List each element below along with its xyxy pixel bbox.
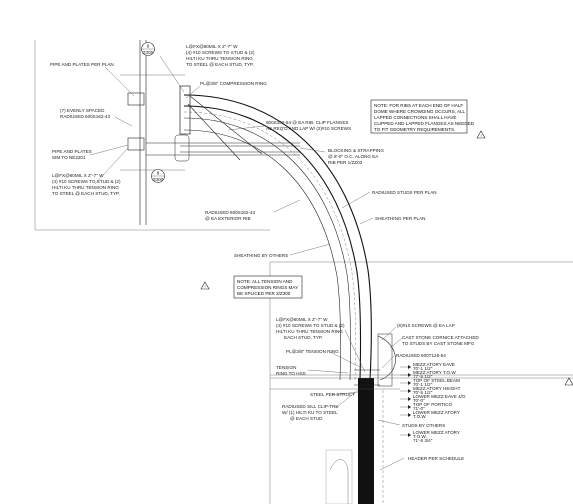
label-header-schedule: HEADER PER SCHEDULE xyxy=(408,456,464,461)
label-evenly-spaced-2: RADIUSED 600S162-43 xyxy=(60,114,110,119)
label-radiused-600: RADIUSED 600T125-54 xyxy=(396,353,446,358)
lower-wall xyxy=(270,333,573,504)
label-studs-others: STUDS BY OTHERS xyxy=(402,423,445,428)
elev-7: LOWER MEZZ ATORY xyxy=(413,410,460,415)
sheet-guides xyxy=(34,40,573,504)
label-sheathing-others: SHEATHING BY OTHERS xyxy=(234,253,288,258)
label-radiused-studs: RADIUSED STUDS PER PLAN xyxy=(372,190,437,195)
label-fixed-plates-1: 600S162-54 @ EA RIB, CLIP FLANGES xyxy=(266,120,348,125)
label-radiused-sill-3: @ EACH STUD xyxy=(290,416,323,421)
annotation-texts: L@FX@60MIL X 2"-7" W (4) #10 SCREWS TO S… xyxy=(50,44,479,461)
elev-1: MEZZ ATORY EAVE xyxy=(413,362,455,367)
callout-top: 9 Z300 xyxy=(141,42,155,56)
elev-5: LOWER MEZZ EAVE 4/O xyxy=(413,394,466,399)
label-gusset-mid-3: HILTI KU THRU TENSION RING xyxy=(52,185,119,190)
callout-mid: 8 Z300 xyxy=(151,169,165,183)
elev-3b: 70'-1 1/2" xyxy=(413,382,433,387)
label-tension-ring-2: RING TO HSS xyxy=(276,371,306,376)
note-ribs-1: NOTE: FOR RIBS AT EACH END OF HALF xyxy=(374,103,463,108)
label-steel-struct: STEEL PER STRUCT xyxy=(310,392,355,397)
label-cast-stone-1: CAST STONE CORNICE ATTACHED xyxy=(402,335,479,340)
elev-4: MEZZ ATORY HEIGHT xyxy=(413,386,461,391)
elev-8b: T.O.W. xyxy=(413,434,427,439)
note-tension-1: NOTE: ALL TENSION AND xyxy=(237,279,293,284)
revision-triangle-1: ! xyxy=(476,130,486,139)
label-radiused-sill-1: RADIUSED SILL CLIP-TRK xyxy=(282,404,339,409)
label-pipe-plates-2a: PIPE AND PLATES xyxy=(52,149,92,154)
elev-3: TOP OF STEEL BEAM xyxy=(413,378,460,383)
dome-arc xyxy=(183,94,372,381)
elev-1b: 70'-1 1/2" xyxy=(413,366,433,371)
svg-text:!: ! xyxy=(204,284,205,289)
elev-6b: 71'-0" xyxy=(413,406,425,411)
label-gusset-top-2: (4) #10 SCREWS TO STUD & (2) xyxy=(186,50,255,55)
label-blocking-1: BLOCKING & STRAPPING xyxy=(328,148,384,153)
label-radiused-sill-2: W/ (1) HILTI KU TO STEEL xyxy=(282,410,338,415)
label-pipe-plates: PIPE AND PLATES PER PLAN xyxy=(50,62,114,67)
label-radiused-ext-1: RADIUSED 600S162-43 xyxy=(205,210,255,215)
label-gusset-low-1: L@FX@60MIL X 2"-7" W xyxy=(276,317,328,322)
leader-lines xyxy=(89,55,405,471)
elev-8: LOWER MEZZ ATORY xyxy=(413,430,460,435)
note-tension-3: BE SPLICED PER 3/Z300 xyxy=(237,291,291,296)
label-screws-lap: (6)#10 SCREWS @ EA LAP xyxy=(397,323,455,328)
label-pipe-plates-2b: SIM TO NE2201 xyxy=(52,155,86,160)
label-tension-ring-1: TENSION xyxy=(276,365,296,370)
callout-top-number: 9 xyxy=(147,44,150,49)
note-ribs-3: LAPPED CONNECTIONS SHALL HAVE xyxy=(374,115,456,120)
callout-mid-number: 8 xyxy=(157,171,160,176)
label-gusset-low-4: EACH STUD, TYP. xyxy=(284,335,323,340)
callout-mid-sheet: Z300 xyxy=(153,177,164,182)
label-gusset-top-1: L@FX@60MIL X 2"-7" W xyxy=(186,44,238,49)
note-ribs-4: CLIPPED AND LAPPED FLANGES AS NEEDED xyxy=(374,121,475,126)
label-gusset-mid-4: TO STEEL @ EACH STUD, TYP. xyxy=(52,191,120,196)
label-gusset-low-2: (4) #10 SCREWS TO STUD & (2) xyxy=(276,323,345,328)
label-gusset-mid-1: L@FX@60MIL X 2"-7" W xyxy=(52,173,104,178)
elev-6: TOP OF PORTICO xyxy=(413,402,452,407)
elev-4b: 70'-5 1/2" xyxy=(413,390,433,395)
elev-2: MEZZ ATORY T.O.W xyxy=(413,370,456,375)
label-sheathing-plan: SHEATHING PER PLAN xyxy=(375,216,425,221)
label-pl-compression: PL@3/8" COMPRESSION RING xyxy=(200,81,267,86)
label-radiused-ext-2: @ EA EXTERIOR RIB xyxy=(205,216,251,221)
label-evenly-spaced-1: (7) EVENLY SPACED xyxy=(60,108,105,113)
label-gusset-top-3: HILTI KU THRU TENSION RING xyxy=(186,56,253,61)
label-gusset-low-3: HILTI KU THRU TENSION RING xyxy=(276,329,343,334)
upper-framing xyxy=(120,40,300,225)
revision-triangle-2: ! xyxy=(200,281,210,290)
revision-triangle-3 xyxy=(564,377,573,386)
elev-5b: 70'-0" xyxy=(413,398,425,403)
elev-2b: 77'-5 1/2" xyxy=(413,374,433,379)
label-gusset-top-4: TO STEEL @ EACH STUD, TYP. xyxy=(186,62,254,67)
note-ribs-box xyxy=(370,99,468,134)
note-tension-box xyxy=(233,275,303,299)
elevation-markers: MEZZ ATORY EAVE 70'-1 1/2" MEZZ ATORY T.… xyxy=(400,362,466,443)
label-pl-tension: PL@3/8" TENSION RING xyxy=(286,349,339,354)
label-gusset-mid-2: (4) #10 SCREWS TO STUD & (2) xyxy=(52,179,121,184)
elev-8c: 71'-6 3/4" xyxy=(413,438,433,443)
label-blocking-3: RIB PER 1/ZZ03 xyxy=(328,160,363,165)
note-tension-2: COMPRESSION RINGS MAY xyxy=(237,285,298,290)
elev-7b: T.O.W xyxy=(413,414,426,419)
label-blocking-2: @ 8'-0" O.C. ALONG EA xyxy=(328,154,379,159)
note-ribs-2: DOME WHERE CROWDING OCCURS, ALL xyxy=(374,109,466,114)
note-ribs-5: TO FIT GEOMETRY REQUIREMENTS. xyxy=(374,127,455,132)
svg-text:!: ! xyxy=(480,133,481,138)
label-cast-stone-2: TO STUDS BY CAST STONE MFG xyxy=(402,341,475,346)
callout-top-sheet: Z300 xyxy=(143,50,154,55)
label-fixed-plates-2: AS REQ'D AND LAP W/ (2)#10 SCREWS xyxy=(266,126,351,131)
